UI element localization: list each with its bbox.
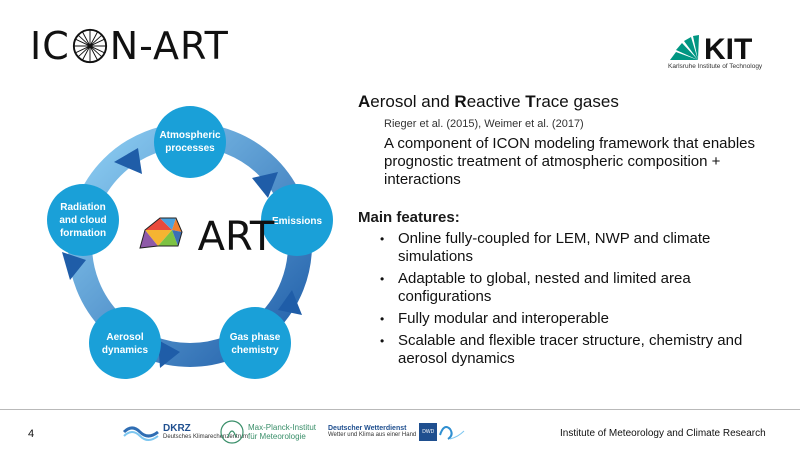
- polyhedron-icon: [139, 217, 183, 249]
- page-heading: Aerosol and Reactive Trace gases: [358, 92, 619, 111]
- footer-divider: [0, 409, 800, 410]
- svg-text:and cloud: and cloud: [59, 215, 106, 226]
- references-text: Rieger et al. (2015), Weimer et al. (201…: [384, 118, 584, 130]
- art-center-text: ART: [198, 214, 275, 260]
- svg-text:processes: processes: [165, 143, 215, 154]
- arrow-head-2: [278, 290, 302, 315]
- features-list: Online fully-coupled for LEM, NWP and cl…: [358, 230, 768, 368]
- art-cycle-diagram: Atmospheric processes Emissions Gas phas…: [47, 106, 333, 379]
- svg-text:formation: formation: [60, 228, 106, 239]
- partner-logo-dwd: Deutscher Wetterdienst Wetter und Klima …: [328, 418, 438, 446]
- arrow-head-3: [158, 340, 180, 368]
- arrow-head-5: [114, 148, 142, 174]
- dwd-badge-icon: DWD: [419, 423, 438, 441]
- page-number: 4: [28, 428, 35, 440]
- features-title: Main features:: [358, 209, 460, 226]
- institute-name: Institute of Meteorology and Climate Res…: [560, 428, 766, 439]
- feature-item: Adaptable to global, nested and limited …: [380, 270, 768, 306]
- icon-art-logo: IC N-ART: [30, 22, 229, 70]
- logo-text-left: IC: [30, 24, 70, 68]
- svg-text:dynamics: dynamics: [102, 345, 149, 356]
- node-radiation-cloud-formation: Radiation and cloud formation: [47, 184, 119, 256]
- svg-text:Gas phase: Gas phase: [230, 332, 281, 343]
- svg-text:Atmospheric: Atmospheric: [159, 130, 221, 141]
- partner-logo-dkrz: DKRZ Deutsches Klimarechenzentrum: [122, 418, 248, 446]
- partner-logo-mpi: Max-Planck-Institut für Meteorologie: [220, 418, 316, 446]
- node-atmospheric-processes: Atmospheric processes: [154, 106, 226, 178]
- node-aerosol-dynamics: Aerosol dynamics: [89, 307, 161, 379]
- logo-text-right: N-ART: [109, 24, 229, 68]
- feature-item: Fully modular and interoperable: [380, 310, 768, 328]
- globe-icon: [72, 28, 107, 64]
- description-panel: Aerosol and Reactive Trace gases Rieger …: [358, 92, 768, 368]
- feature-item: Online fully-coupled for LEM, NWP and cl…: [380, 230, 768, 266]
- node-gas-phase-chemistry: Gas phase chemistry: [219, 307, 291, 379]
- svg-text:Radiation: Radiation: [60, 202, 106, 213]
- svg-text:Aerosol: Aerosol: [106, 332, 143, 343]
- wave-icon: [439, 426, 465, 440]
- svg-text:Emissions: Emissions: [272, 216, 322, 227]
- kit-logo-text: KIT: [704, 33, 752, 66]
- node-emissions: Emissions: [261, 184, 333, 256]
- dkrz-swirl-icon: [122, 426, 159, 441]
- arrow-head-1: [252, 172, 278, 198]
- feature-item: Scalable and flexible tracer structure, …: [380, 332, 768, 368]
- kit-tagline: Karlsruhe Institute of Technology: [668, 63, 763, 70]
- svg-text:chemistry: chemistry: [231, 345, 279, 356]
- art-center-logo: ART: [139, 214, 275, 260]
- arrow-head-4: [62, 252, 86, 280]
- minerva-icon: [220, 420, 244, 444]
- partner-logo-lmu: [436, 418, 468, 446]
- kit-logo: KIT: [670, 33, 752, 66]
- description-text: A component of ICON modeling framework t…: [384, 135, 756, 188]
